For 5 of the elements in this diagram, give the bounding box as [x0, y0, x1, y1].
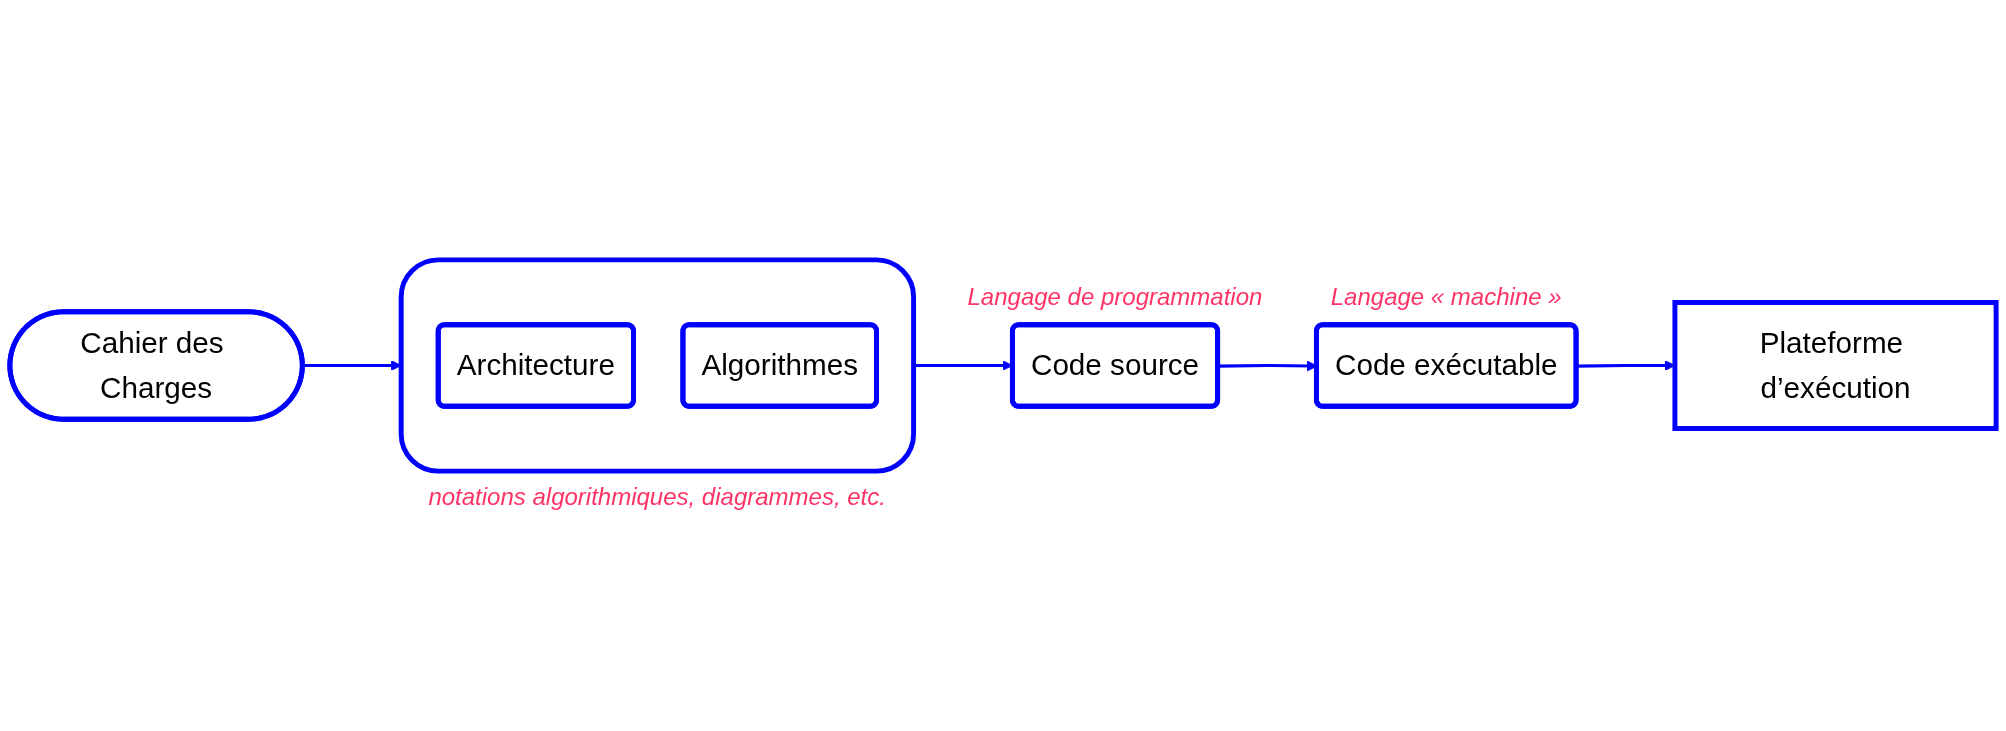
cluster — [398, 257, 917, 474]
annotation-text: Langage « machine » — [1330, 282, 1562, 311]
node-box: Plateforme d’exécution — [1672, 300, 1999, 431]
annotation-text: Langage de programmation — [967, 282, 1263, 311]
annotation-text: notations algorithmiques, diagrammes, etc. — [428, 483, 886, 512]
